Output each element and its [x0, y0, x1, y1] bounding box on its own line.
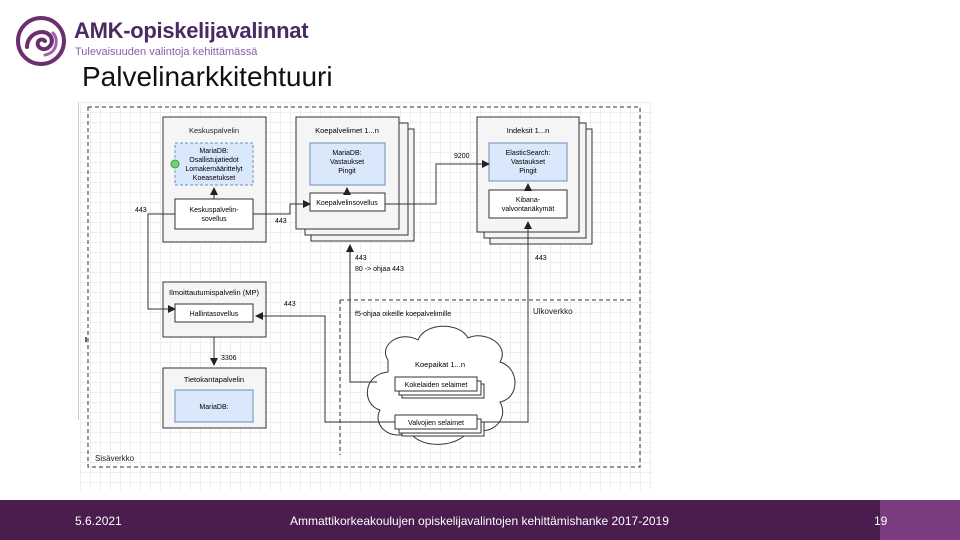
footer-accent [880, 500, 960, 540]
keskuspalvelin-db-line1: MariaDB: [199, 148, 228, 155]
kibana-line2: valvontanäkymät [502, 206, 555, 213]
indeksit-db-line3: Pingit [519, 168, 537, 175]
ulkoverkko-label: Ulkoverkko [533, 307, 573, 316]
koe-to-indeksit-connector [385, 160, 490, 205]
tietokanta-db-label: MariaDB: [199, 404, 228, 411]
sisaverkko-label: Sisäverkko [95, 454, 135, 463]
valvojat-to-mp-connector [255, 312, 395, 423]
koepaikat-title: Koepaikat 1...n [415, 360, 465, 369]
indeksit-db-line1: ElasticSearch: [506, 150, 551, 157]
keskuspalvelin-db-line2: Osallistujatiedot [189, 157, 238, 164]
koepalvelinsovellus-label: Koepalvelinsovellus [316, 200, 378, 207]
port-443-redirect-2: 80 -> ohjaa 443 [355, 266, 404, 273]
kibana-line1: Kibana- [516, 197, 541, 204]
koepalvelimet-db-line1: MariaDB: [332, 150, 361, 157]
keskuspalvelin-title: Keskuspalvelin [189, 126, 239, 135]
port-443-right: 443 [535, 255, 547, 262]
sisaverkko-boundary [87, 106, 641, 468]
kokelaat-box [394, 376, 478, 392]
port-443-mid: 443 [275, 218, 287, 225]
koepalvelimet-db-line2: Vastaukset [330, 159, 364, 166]
tietokantapalvelin-title: Tietokantapalvelin [184, 375, 244, 384]
indeksit-db-line2: Vastaukset [511, 159, 545, 166]
koepalvelimet-db [309, 142, 386, 186]
footer-project: Ammattikorkeakoulujen opiskelijavalintoj… [290, 514, 669, 528]
keskuspalvelin-db-line4: Koeasetukset [193, 175, 235, 182]
hallintasovellus-box [174, 303, 254, 323]
kokelaat-to-koe-connector [346, 244, 377, 383]
koepalvelimet-db-line3: Pingit [338, 168, 356, 175]
keskuspalvelin-db [174, 142, 254, 186]
mp-to-keskus-connector [147, 213, 176, 313]
port-443-redirect-1: 443 [355, 255, 367, 262]
valvojat-to-kibana-connector [484, 221, 532, 423]
brand-title: AMK-opiskelijavalinnat [74, 18, 309, 43]
ilmoittautumispalvelin-title: Ilmoittautumispalvelin (MP) [169, 288, 260, 297]
keskuspalvelin-app [174, 198, 254, 230]
keskuspalvelin-app-line1: Keskuspalvelin- [189, 207, 239, 214]
f5-label: f5-ohjaa oikeille koepalvelimille [355, 311, 451, 318]
tietokanta-db [174, 389, 254, 423]
keskus-to-koe-connector [253, 200, 311, 215]
koepalvelimet-title: Koepalvelimet 1...n [315, 126, 379, 135]
indeksit-title: Indeksit 1...n [507, 126, 550, 135]
kokelaat-label: Kokelaiden selaimet [405, 382, 468, 389]
keskuspalvelin-db-line3: Lomakemäärittelyt [185, 166, 242, 173]
port-3306: 3306 [221, 355, 237, 362]
port-9200: 9200 [454, 153, 470, 160]
valvojat-label: Valvojien selaimet [408, 420, 464, 427]
architecture-diagram: Ulkoverkko Sisäverkko Keskuspalvelin Mar… [87, 106, 641, 468]
kibana-box [488, 189, 568, 219]
amk-logo-icon [16, 16, 66, 66]
footer-bar: 5.6.2021 Ammattikorkeakoulujen opiskelij… [0, 500, 960, 540]
keskuspalvelin-app-line2: sovellus [201, 216, 227, 223]
diagram-marker [85, 337, 87, 342]
selection-handle-icon [170, 159, 180, 169]
slide-title: Palvelinarkkitehtuuri [82, 61, 333, 92]
brand-subtitle: Tulevaisuuden valintoja kehittämässä [75, 46, 258, 58]
diagram-edge [78, 102, 79, 420]
port-443-left: 443 [135, 207, 147, 214]
footer-page-number: 19 [874, 514, 888, 528]
port-443-mp: 443 [284, 301, 296, 308]
hallintasovellus-label: Hallintasovellus [190, 311, 239, 318]
footer-date: 5.6.2021 [75, 514, 122, 528]
